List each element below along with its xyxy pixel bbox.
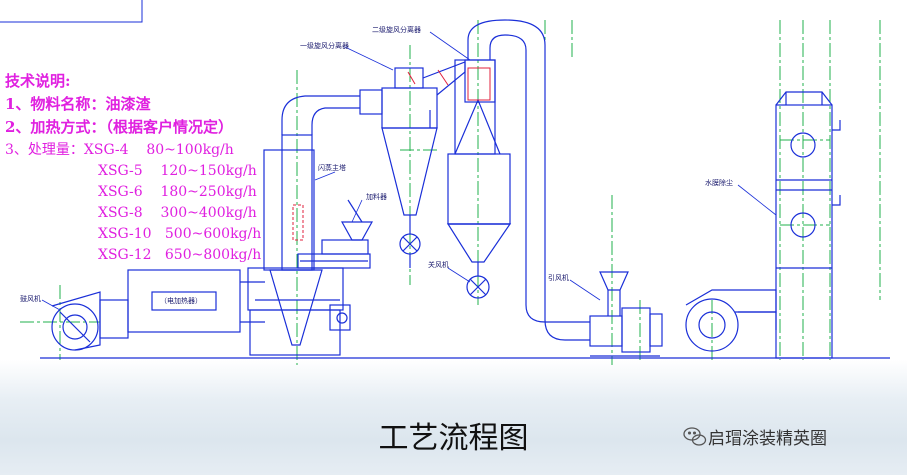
water-film-fan — [685, 289, 777, 352]
label-water-film: 水膜除尘 — [705, 179, 733, 187]
label-primary-cyclone: 一级旋风分离器 — [300, 42, 349, 50]
water-film-tower — [775, 91, 841, 359]
watermark: 启瑁涂装精英圈 — [680, 424, 827, 449]
tech-note-capacity: 3、处理量：XSG-4 80~100kg/h — [5, 142, 234, 158]
watermark-text: 启瑁涂装精英圈 — [708, 429, 827, 449]
model-row: XSG-10 500~600kg/h — [98, 226, 262, 242]
flash-tower-base — [247, 267, 351, 356]
model-row: XSG-8 300~400kg/h — [98, 205, 257, 221]
model-row: XSG-12 650~800kg/h — [98, 247, 262, 263]
label-feeder: 加料器 — [366, 193, 387, 201]
tech-note-heating: 2、加热方式：（根据客户情况定） — [5, 118, 233, 136]
leader-lines — [41, 31, 777, 311]
label-electric-heater: （电加热器） — [160, 297, 202, 305]
primary-cyclone — [359, 61, 466, 268]
electric-heater — [127, 269, 265, 333]
tech-note-material: 1、物料名称：油漆渣 — [5, 95, 151, 113]
secondary-cyclone — [446, 59, 512, 299]
label-induced-fan: 引风机 — [548, 274, 569, 282]
label-blower: 鼓风机 — [20, 295, 41, 303]
overhead-duct — [467, 19, 590, 341]
flash-tower — [263, 95, 360, 271]
tech-notes-heading: 技术说明: — [5, 72, 71, 90]
label-secondary-cyclone: 二级旋风分离器 — [372, 26, 421, 34]
label-air-lock: 关风机 — [428, 261, 449, 269]
equipment — [40, 19, 890, 359]
wechat-icon — [683, 427, 707, 446]
diagram-caption: 工艺流程图 — [378, 421, 529, 456]
model-row: XSG-5 120~150kg/h — [98, 163, 257, 179]
label-flash-tower: 闪蒸主塔 — [318, 164, 346, 172]
model-row: XSG-6 180~250kg/h — [98, 184, 257, 200]
induced-fan — [589, 271, 663, 357]
blower-left — [51, 291, 129, 351]
highlight-marks — [292, 67, 491, 241]
feeder — [297, 199, 374, 269]
bottom-gradient-band — [0, 360, 907, 475]
wechat-icon-slot — [680, 427, 702, 447]
frame-corner — [0, 0, 143, 23]
